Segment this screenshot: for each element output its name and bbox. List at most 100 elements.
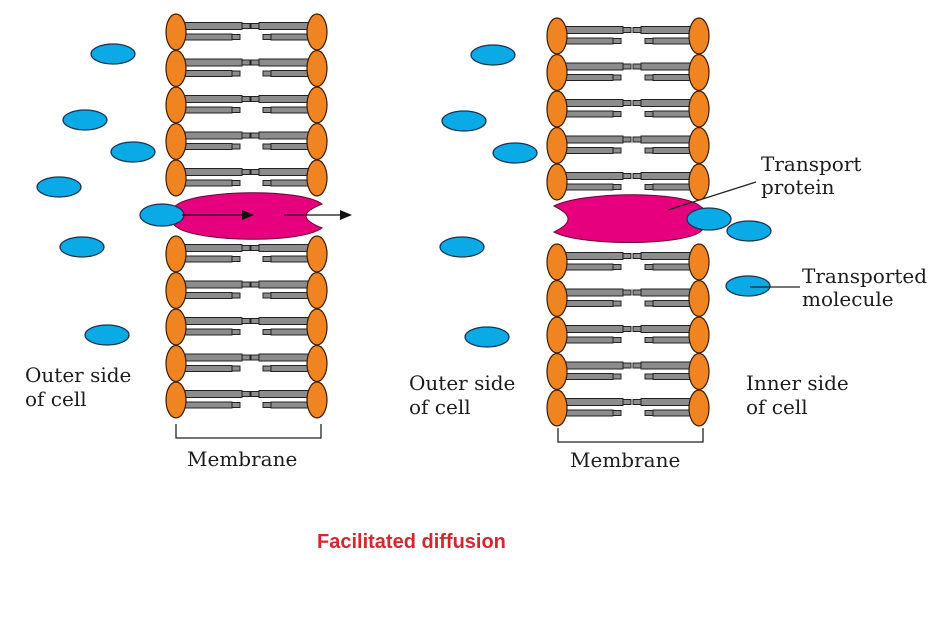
lipid-tail [652,110,692,118]
lipid-row [546,90,710,128]
lipid-tail-tip [632,362,642,369]
lipid-tail [183,33,233,41]
molecule-exiting [686,207,732,231]
lipid-tail-tip [241,245,251,251]
molecule [36,176,82,198]
lipid-row [165,235,328,273]
lipid-tail [258,168,310,176]
molecules-inner-side [725,220,772,297]
lipid-tail [270,401,310,409]
lipid-tail [183,131,243,140]
lipid-tail [183,365,233,372]
lipid-tail [183,143,233,150]
phospholipid-head [546,316,568,354]
lipid-tail [258,353,310,362]
membrane-bracket [557,428,704,443]
lipid-tail [564,172,624,180]
lipid-tail-tip [250,132,260,139]
lipid-tail [270,106,310,114]
lipid-tail [640,325,692,333]
lipid-tail-tip [612,184,622,190]
transported-molecule-label-line2: molecule [802,287,894,311]
lipid-tail [270,292,310,299]
molecule [470,44,516,66]
lipid-row [165,49,328,88]
lipid-tail-tip [231,365,241,372]
lipid-tail [564,361,624,370]
lipid-tail [183,317,243,325]
lipid-tail [564,135,624,144]
lipid-tail-tip [241,169,251,175]
lipid-tail-tip [632,100,642,106]
lipid-tail [183,168,243,176]
phospholipid-head [306,49,328,88]
lipid-tail-tip [622,253,632,259]
phospholipid-head [306,235,328,273]
molecule [439,236,485,258]
lipid-tail-tip [612,111,622,117]
lipid-row [165,381,328,419]
phospholipid-head [306,159,328,197]
lipid-tail [564,325,624,333]
lipid-tail [270,143,310,150]
lipid-tail [270,328,310,336]
phospholipid-head [688,126,710,165]
lipid-tail-tip [250,318,260,324]
lipid-tail-tip [622,136,632,143]
phospholipid-head [688,279,710,318]
lipid-tail-tip [644,264,654,270]
lipid-tail-tip [644,337,654,343]
lipid-row [546,279,710,318]
lipid-tail-tip [262,70,272,77]
lipid-tail [183,255,233,263]
lipid-tail-tip [231,70,241,77]
lipid-tail [258,390,310,398]
phospholipid-head [688,352,710,391]
lipid-tail [258,95,310,103]
lipid-tail [564,74,614,81]
lipid-tail [270,179,310,187]
lipid-tail-tip [262,107,272,113]
lipid-tail-tip [632,27,642,33]
lipid-tail [652,300,692,307]
lipid-tail [640,26,692,34]
lipid-tail [183,292,233,299]
lipid-tail-tip [612,74,622,81]
lipid-tail [652,147,692,154]
lipid-tail-tip [612,300,622,307]
phospholipid-head [165,13,187,51]
phospholipid-head [688,17,710,55]
figure-title: Facilitated diffusion [317,531,506,553]
lipid-bilayer [546,17,710,427]
lipid-tail [183,106,233,114]
lipid-row [546,316,710,354]
lipid-tail-tip [644,300,654,307]
phospholipid-head [165,49,187,88]
lipid-tail [183,328,233,336]
lipid-tail [183,179,233,187]
phospholipid-head [546,279,568,318]
lipid-tail [652,409,692,417]
lipid-tail-tip [644,74,654,81]
lipid-tail-tip [622,362,632,369]
membrane-label: Membrane [187,447,297,471]
lipid-tail-tip [262,143,272,150]
phospholipid-head [306,271,328,310]
lipid-tail [652,74,692,81]
lipid-row [546,17,710,55]
lipid-row [546,352,710,391]
lipid-tail-tip [622,27,632,33]
phospholipid-head [688,316,710,354]
lipid-tail [652,373,692,380]
lipid-tail-tip [241,281,251,288]
lipid-tail [183,280,243,289]
lipid-tail-tip [241,318,251,324]
phospholipid-head [688,53,710,92]
lipid-tail [258,131,310,140]
lipid-tail-tip [622,289,632,296]
lipid-tail-tip [632,63,642,70]
lipid-tail [183,390,243,398]
lipid-tail [183,244,243,252]
lipid-tail [183,353,243,362]
lipid-tail-tip [250,59,260,66]
